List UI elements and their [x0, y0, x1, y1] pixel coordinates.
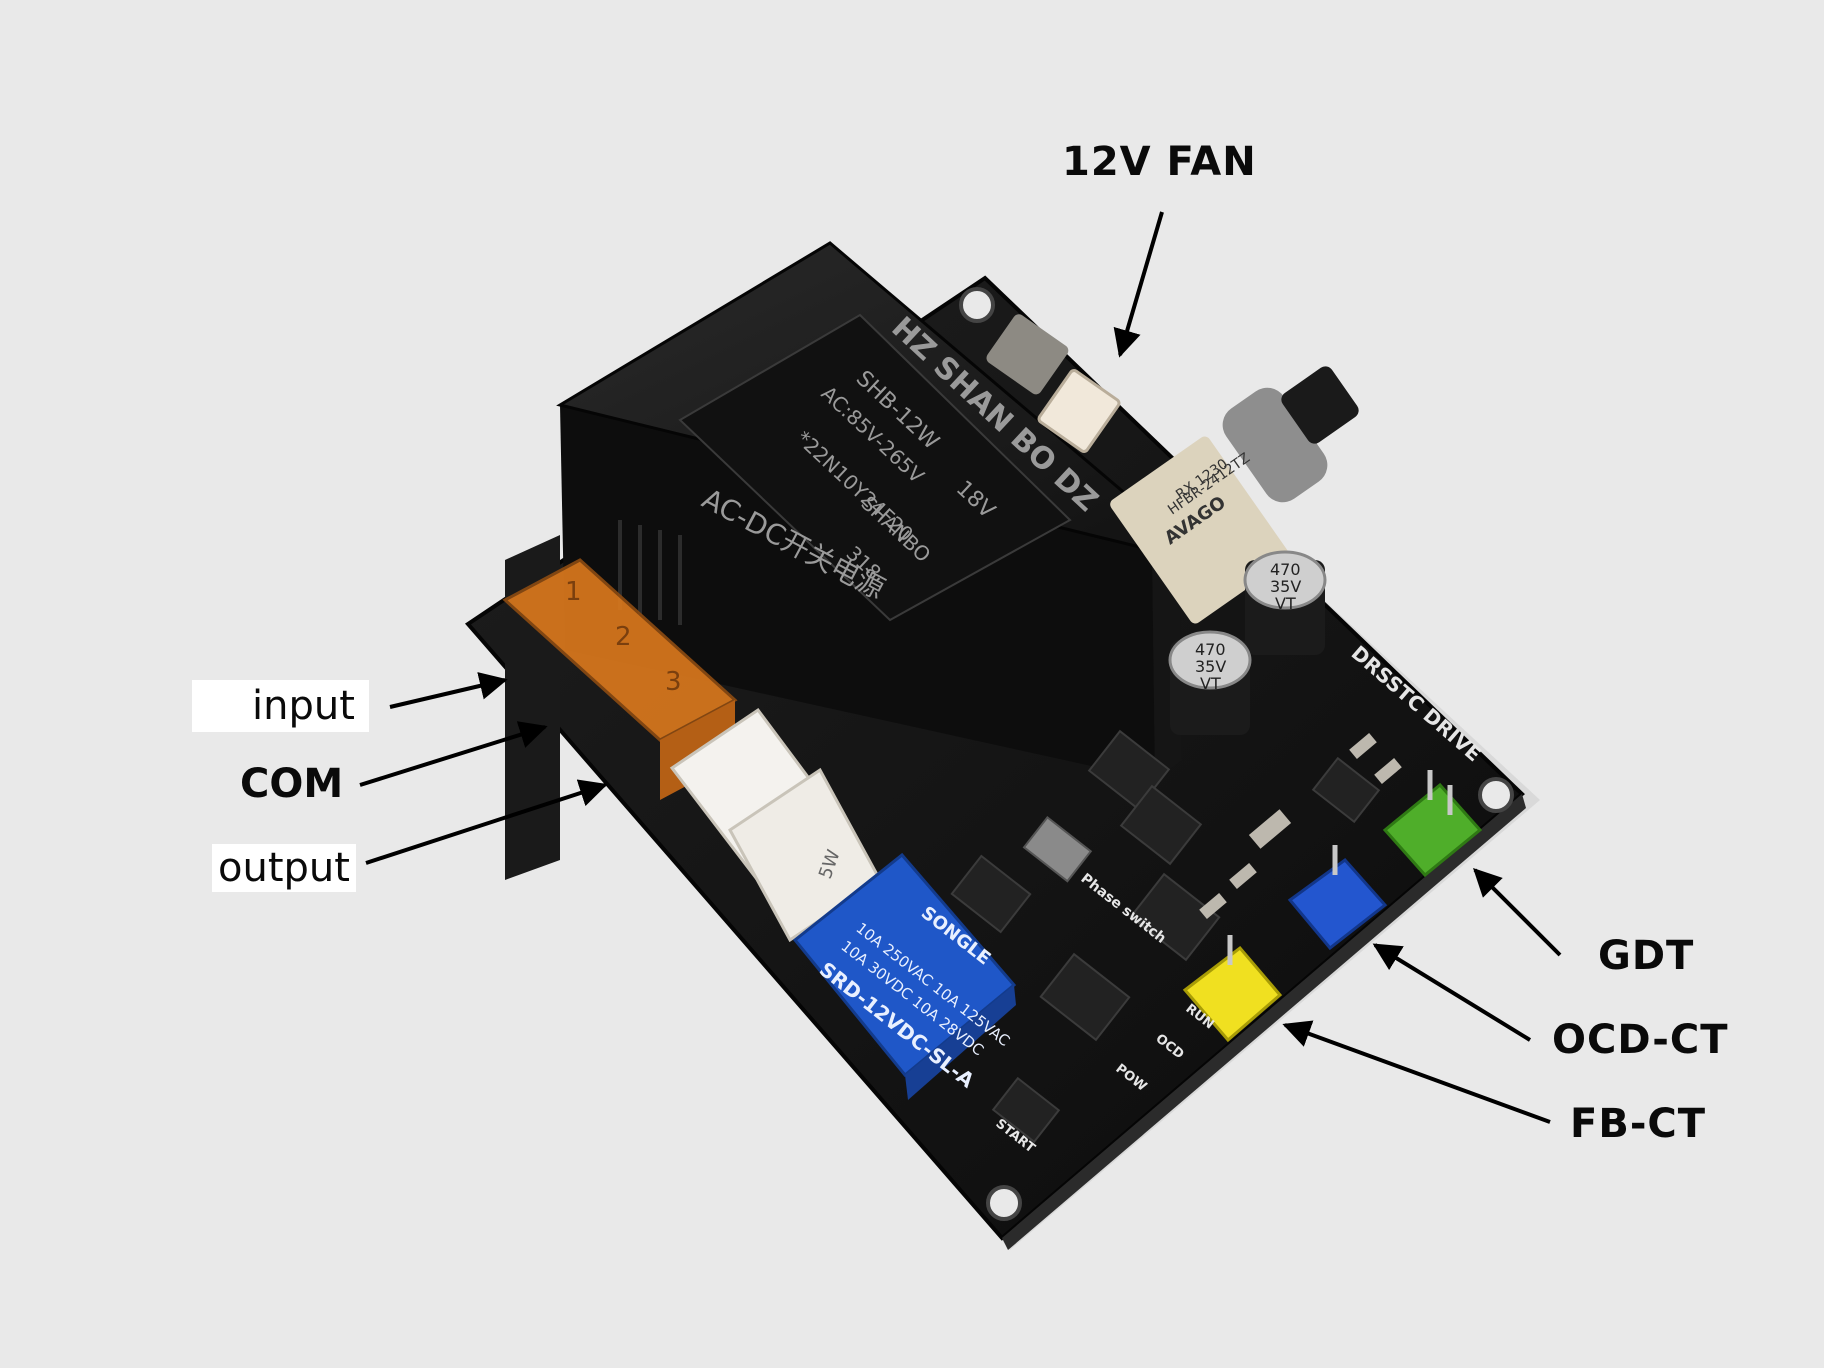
arrow-output: [365, 779, 608, 865]
gdt-label: GDT: [1598, 933, 1695, 979]
cap-2-voltage: 35V: [1195, 657, 1226, 676]
input-label: input: [192, 680, 369, 732]
fan-label: 12V FAN: [1062, 139, 1257, 185]
cap-1-series: VT: [1275, 594, 1296, 613]
output-label: output: [212, 844, 356, 892]
mounting-holes: [959, 287, 1514, 1221]
cap-1-voltage: 35V: [1270, 577, 1301, 596]
ocd-ct-connector: [1287, 845, 1388, 951]
callout-arrows: [359, 211, 1562, 1124]
com-label: COM: [240, 761, 344, 807]
cap-1-value: 470: [1270, 560, 1301, 579]
cap-2-value: 470: [1195, 640, 1226, 659]
integrated-circuits: [950, 729, 1381, 1144]
fuse-mark-3: 3: [665, 667, 682, 697]
gdt-connector: [1382, 770, 1483, 878]
relay: [792, 852, 1017, 1100]
fb-ct-connector: [1182, 935, 1283, 1043]
acdc-module-label-plate: [678, 313, 1072, 622]
arrow-com: [359, 721, 548, 787]
arrow-input: [389, 672, 508, 709]
inductor: [986, 314, 1069, 395]
ocd-ct-label: OCD-CT: [1552, 1017, 1729, 1063]
acdc-module-side: [560, 405, 1155, 780]
cap-2-series: VT: [1200, 674, 1221, 693]
smd-components: [1199, 733, 1402, 919]
fuse-mark-1: 1: [565, 577, 582, 607]
pcb-edge: [1002, 794, 1526, 1250]
capacitors: [1168, 550, 1327, 735]
arrow-fan: [1113, 211, 1164, 358]
arrow-ocd-ct: [1372, 943, 1532, 1042]
fuse-mark-2: 2: [615, 622, 632, 652]
fan-connector: [1037, 369, 1121, 453]
fb-ct-label: FB-CT: [1570, 1101, 1707, 1147]
arrow-fb-ct: [1282, 1020, 1551, 1124]
phase-switch: [1022, 816, 1093, 883]
arrow-gdt: [1473, 868, 1562, 957]
